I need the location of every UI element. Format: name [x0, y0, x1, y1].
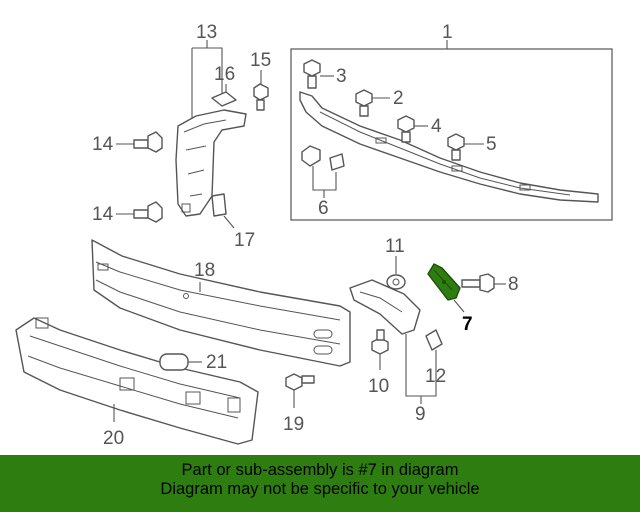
callout-11: 11	[385, 236, 405, 257]
bolt-8-icon	[461, 273, 495, 293]
bolt-3-icon	[303, 59, 321, 89]
part-1-group-box	[290, 48, 613, 221]
callout-14-upper: 14	[92, 134, 114, 155]
callout-7: 7	[462, 314, 473, 335]
part-21-insert-icon	[159, 353, 189, 371]
callout-12: 12	[425, 366, 446, 387]
callout-5: 5	[486, 134, 497, 155]
callout-4: 4	[431, 116, 442, 137]
part-18-reinforcement-beam	[91, 239, 351, 367]
bolt-14-upper-icon	[133, 131, 163, 153]
callout-3: 3	[336, 66, 347, 87]
callout-19: 19	[283, 414, 304, 435]
bolt-4-icon	[397, 115, 415, 143]
clip-17-icon	[211, 193, 227, 217]
callout-8: 8	[508, 274, 519, 295]
bolt-19-icon	[285, 373, 315, 391]
clip-12-icon	[425, 329, 443, 351]
clip-6-icon	[301, 145, 345, 171]
callout-20: 20	[103, 428, 124, 449]
callout-10: 10	[368, 376, 389, 397]
callout-1: 1	[442, 22, 453, 43]
callout-18: 18	[194, 260, 215, 281]
part-1-upper-bracket	[299, 91, 599, 203]
nut-11-icon	[386, 274, 406, 290]
bolt-10-icon	[371, 329, 389, 355]
callout-15: 15	[250, 50, 271, 71]
part-7-bracket-highlighted	[427, 263, 461, 301]
banner-line-1: Part or sub-assembly is #7 in diagram	[181, 461, 459, 479]
clip-16-icon	[211, 91, 237, 107]
bolt-15-icon	[253, 83, 269, 111]
callout-6: 6	[318, 198, 329, 219]
callout-2: 2	[393, 88, 404, 109]
info-banner: Part or sub-assembly is #7 in diagram Di…	[0, 455, 640, 512]
callout-9: 9	[415, 404, 426, 425]
callout-14-lower: 14	[92, 204, 114, 225]
bolt-2-icon	[355, 89, 373, 117]
callout-13: 13	[196, 22, 217, 43]
callout-16: 16	[214, 64, 235, 85]
banner-line-2: Diagram may not be specific to your vehi…	[160, 480, 480, 498]
part-20-energy-absorber	[15, 317, 259, 445]
part-13-side-bracket	[175, 109, 247, 217]
bolt-5-icon	[447, 133, 465, 161]
part-9-side-bracket	[349, 279, 421, 335]
bolt-14-lower-icon	[133, 201, 163, 223]
callout-17: 17	[234, 230, 255, 251]
callout-21: 21	[206, 352, 227, 373]
